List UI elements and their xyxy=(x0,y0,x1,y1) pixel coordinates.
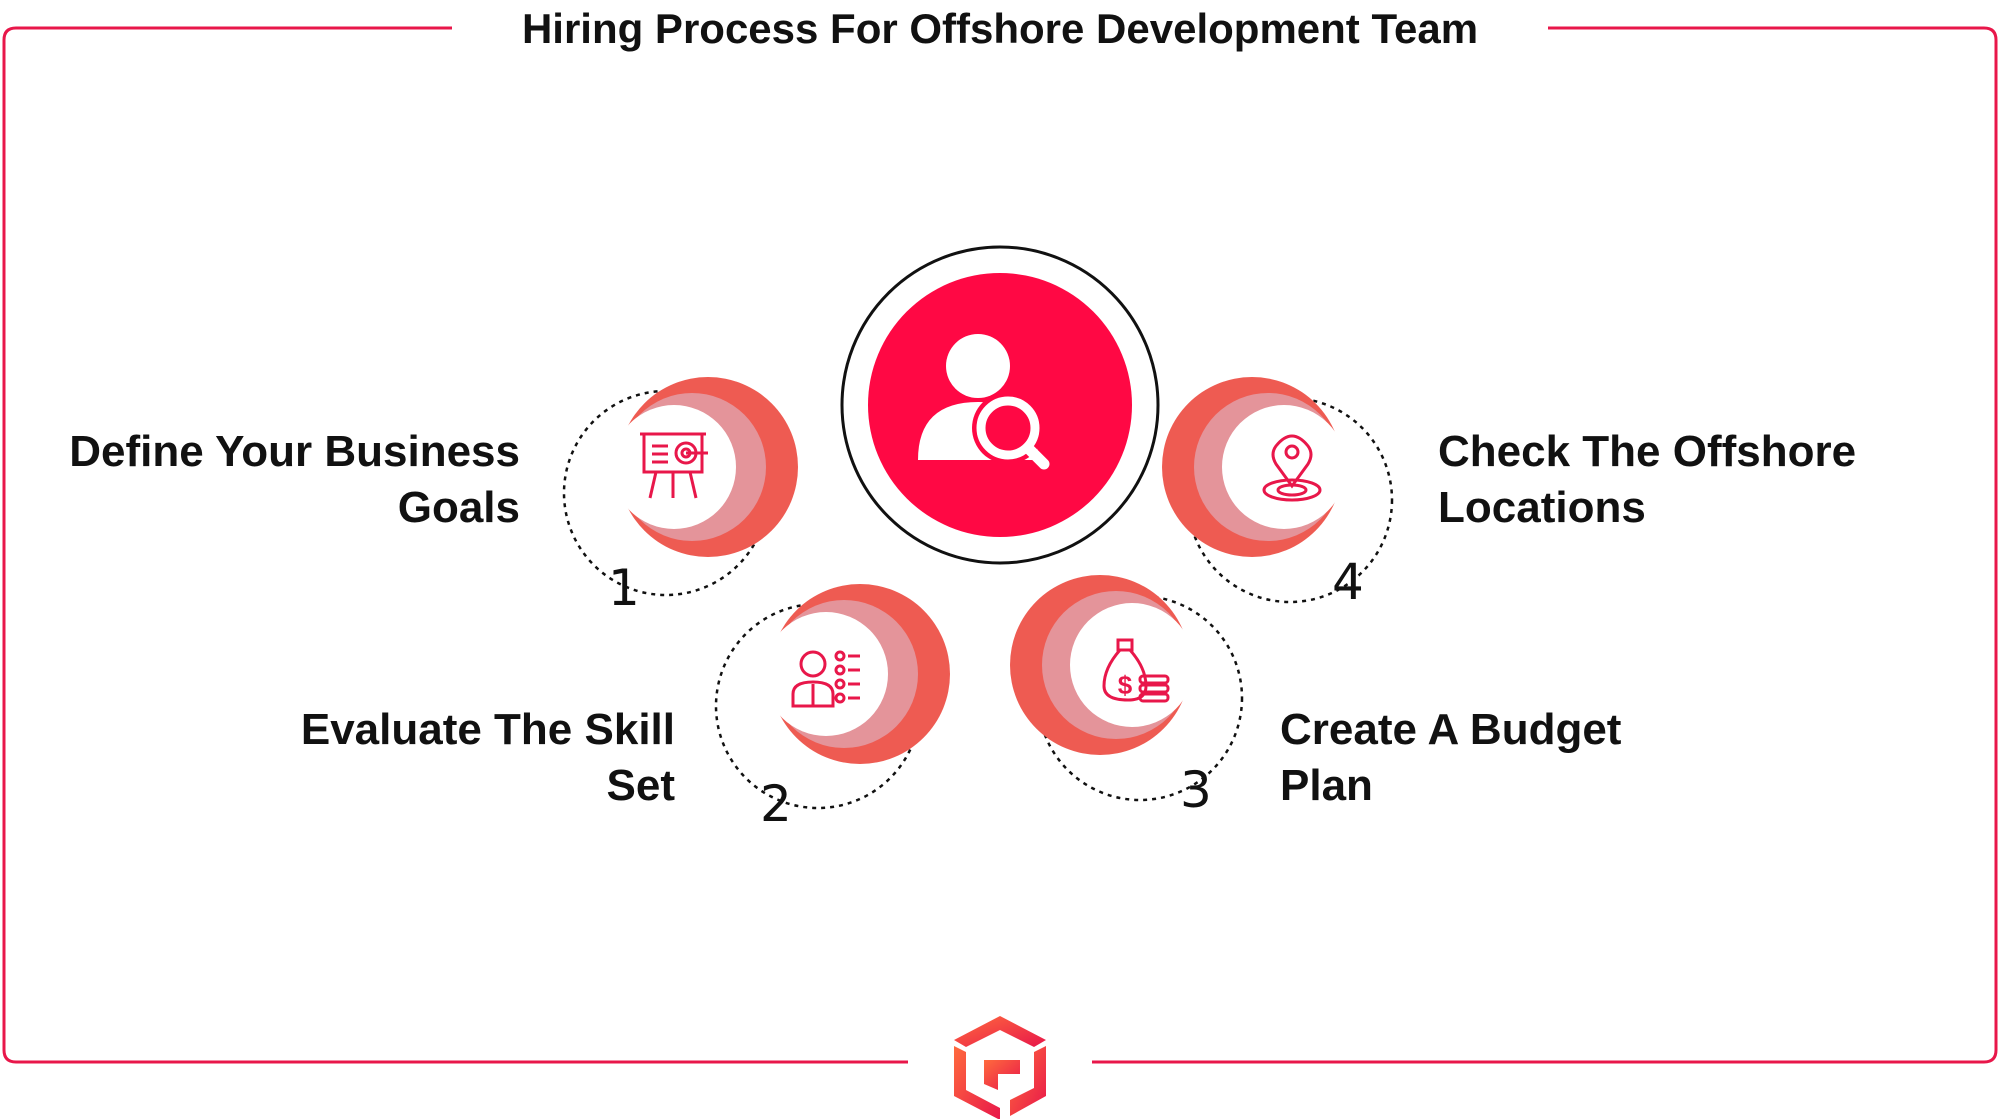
presentation-target-icon xyxy=(640,432,708,499)
step-1-node xyxy=(562,377,798,597)
step-4-node xyxy=(1162,377,1394,604)
center-hub xyxy=(840,245,1160,565)
svg-text:$: $ xyxy=(1118,670,1133,700)
step-3-number: 3 xyxy=(1180,761,1212,819)
step-3-node: $ xyxy=(1010,575,1244,802)
step-2-label: Evaluate The Skill Set xyxy=(155,702,675,814)
step-1-number: 1 xyxy=(608,559,640,617)
step-2-label-line1: Evaluate The Skill xyxy=(300,705,675,754)
step-3-label: Create A Budget Plan xyxy=(1280,702,1800,814)
user-search-icon xyxy=(918,334,1050,470)
step-3-label-line1: Create A Budget xyxy=(1280,705,1622,754)
step-2-node xyxy=(714,584,950,810)
company-cube-logo-icon xyxy=(954,1016,1046,1119)
location-pin-icon xyxy=(1262,434,1322,502)
step-1-label: Define Your Business Goals xyxy=(0,424,520,536)
step-1-label-line1: Define Your Business xyxy=(69,427,520,476)
step-4-label-line2: Locations xyxy=(1438,483,1646,532)
step-2-number: 2 xyxy=(760,775,792,833)
step-4-label-line1: Check The Offshore xyxy=(1438,427,1857,476)
page-title: Hiring Process For Offshore Development … xyxy=(521,5,1479,52)
step-4-number: 4 xyxy=(1332,553,1364,611)
step-3-label-line2: Plan xyxy=(1280,761,1373,810)
outer-frame xyxy=(2,26,1998,1064)
step-1-label-line2: Goals xyxy=(397,483,520,532)
money-bag-icon: $ xyxy=(1102,638,1170,703)
step-4-label: Check The Offshore Locations xyxy=(1438,424,1958,536)
step-2-label-line2: Set xyxy=(606,761,675,810)
candidate-checklist-icon xyxy=(791,650,860,708)
